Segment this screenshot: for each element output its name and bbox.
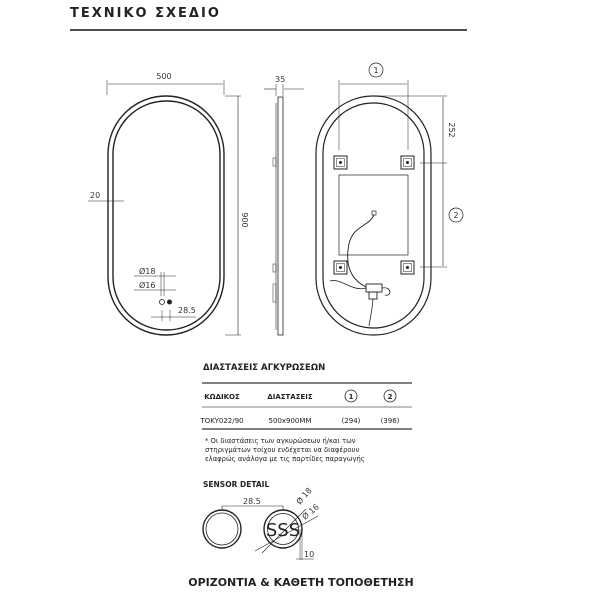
frame-dimension: 20 — [90, 191, 100, 200]
side-view: 35 — [264, 75, 304, 336]
cell-code: TOKY022/90 — [199, 417, 243, 425]
sensor-inner-dia: Ø 16 — [300, 502, 321, 522]
header-1: 1 — [349, 393, 354, 401]
driver-box — [365, 283, 383, 293]
width-dimension: 500 — [156, 72, 171, 81]
cell-dimensions: 500x900MM — [269, 417, 312, 425]
note-line: στηριγμάτων τοίχου ενδέχεται να διαφέρου… — [205, 446, 359, 454]
height-dimension: 900 — [240, 212, 249, 227]
marker-2-icon — [448, 207, 464, 223]
anchor-table: ΔΙΑΣΤΑΣΕΙΣ ΑΓΚΥΡΩΣΕΩΝ ΚΩΔΙΚΟΣ ΔΙΑΣΤΑΣΕΙΣ… — [199, 363, 412, 463]
marker-2-label: 2 — [453, 211, 458, 220]
sensor-outer-diameter: Ø18 — [139, 266, 155, 276]
table-title: ΔΙΑΣΤΑΣΕΙΣ ΑΓΚΥΡΩΣΕΩΝ — [203, 363, 325, 373]
top-offset-dimension: 252 — [447, 122, 456, 137]
depth-dimension: 35 — [275, 75, 285, 84]
note-line: ελαφρώς ανάλογα με τις παρτίδες παραγωγή… — [205, 455, 365, 463]
sensor-icon — [167, 299, 172, 305]
mounting-title: ΟΡΙΖΟΝΤΙΑ & ΚΑΘΕΤΗ ΤΟΠΟΘΕΤΗΣΗ — [188, 576, 414, 589]
header-2: 2 — [388, 393, 393, 401]
sensor-inner-diameter: Ø16 — [139, 280, 155, 290]
cell-1: (294) — [342, 417, 361, 425]
sensor-outer-dia: Ø 18 — [294, 485, 314, 506]
cable — [347, 214, 375, 288]
front-view: 500 900 20 Ø18 Ø16 28.5 — [88, 72, 249, 336]
marker-1-icon — [368, 62, 384, 78]
sensor-detail: SENSOR DETAIL 28.5 SSS Ø 18 Ø 16 10 — [202, 480, 321, 560]
sensor-spacing-dimension: 28.5 — [178, 306, 196, 315]
back-view: 1 252 2 — [315, 62, 464, 336]
cell-2: (396) — [381, 417, 400, 425]
sensor-detail-title: SENSOR DETAIL — [203, 480, 269, 489]
sensor-offset: 10 — [304, 550, 314, 559]
page-title: ΤΕΧΝΙΚΟ ΣΧΕΔΙΟ — [70, 6, 221, 21]
sensor-icon — [159, 299, 165, 305]
marker-1-label: 1 — [373, 66, 378, 75]
header-code: ΚΩΔΙΚΟΣ — [204, 393, 240, 401]
table-row: TOKY022/90 500x900MM (294) (396) — [199, 417, 399, 425]
sensor-spacing: 28.5 — [243, 497, 261, 506]
sensor-symbol: SSS — [266, 520, 300, 541]
note-line: * Οι διαστάσεις των αγκυρώσεων ή/και των — [205, 437, 356, 445]
wall-bracket-icons — [333, 155, 415, 275]
header-dimensions: ΔΙΑΣΤΑΣΕΙΣ — [267, 393, 313, 401]
